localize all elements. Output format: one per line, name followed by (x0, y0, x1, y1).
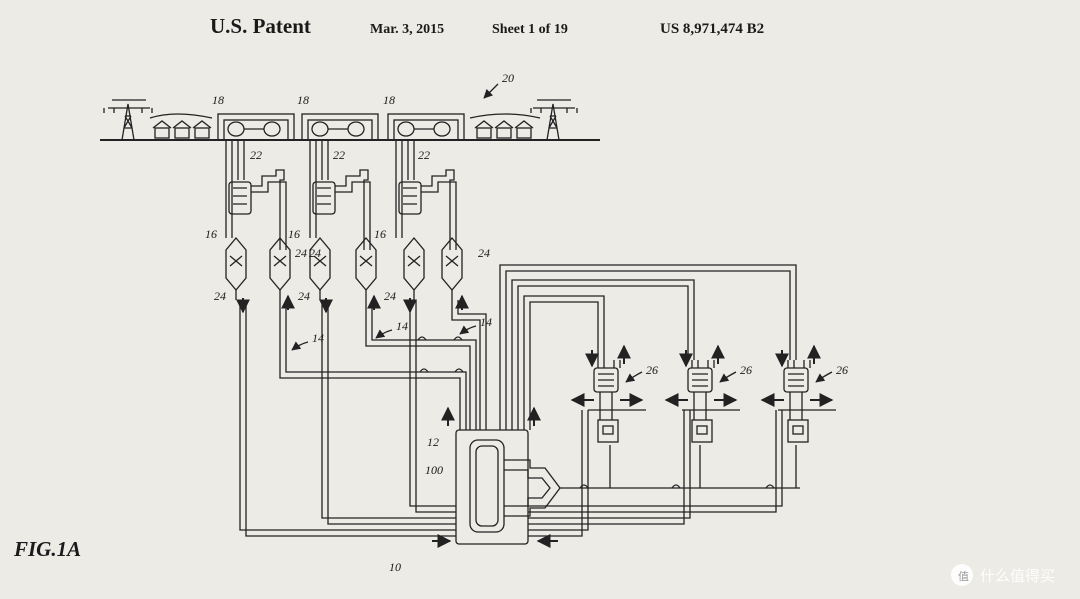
sheet-number: Sheet 1 of 19 (492, 22, 568, 37)
ref-26-b: 26 (740, 363, 752, 377)
grid-loads-left (149, 113, 213, 139)
ref-18-b: 18 (297, 93, 309, 107)
load-1 (570, 344, 646, 443)
load-3 (760, 344, 836, 443)
ref-16-c: 16 (374, 227, 386, 241)
ref-18-c: 18 (383, 93, 395, 107)
ref-24-b-left: 24 (298, 289, 310, 303)
ref-22-a: 22 (250, 148, 262, 162)
controller-unit (455, 429, 561, 545)
patent-title: U.S. Patent (210, 14, 311, 38)
load-2 (664, 344, 740, 443)
patent-date: Mar. 3, 2015 (370, 22, 444, 37)
ref-10: 10 (389, 560, 401, 574)
ref-24-b-right: 24 (309, 246, 321, 260)
pipe-network (239, 264, 800, 537)
station-1 (217, 113, 295, 314)
ref-18-a: 18 (212, 93, 224, 107)
ref-100: 100 (425, 463, 443, 477)
figure-label: FIG.1A (13, 537, 81, 561)
grid-loads-right (469, 113, 541, 139)
badge-icon (951, 564, 973, 586)
ref-14-c: 14 (480, 315, 492, 329)
ref-16-b: 16 (288, 227, 300, 241)
ref-22-b: 22 (333, 148, 345, 162)
ref-24-c-right: 24 (478, 246, 490, 260)
ref-12: 12 (427, 435, 439, 449)
ref-14-b: 14 (396, 319, 408, 333)
ref-24-c-left: 24 (384, 289, 396, 303)
station-2 (301, 113, 381, 314)
patent-number: US 8,971,474 B2 (660, 21, 764, 37)
pylon-right-icon (530, 99, 578, 141)
ref-22-c: 22 (418, 148, 430, 162)
svg-text:值: 值 (958, 570, 969, 583)
ref-14-a: 14 (312, 331, 324, 345)
station-3 (387, 113, 469, 314)
ref-20: 20 (502, 71, 514, 85)
ref-26-a: 26 (646, 363, 658, 377)
ref-24-a-left: 24 (214, 289, 226, 303)
ref-24-a-right: 24 (295, 246, 307, 260)
ref-26-c: 26 (836, 363, 848, 377)
ref-16-a: 16 (205, 227, 217, 241)
pylon-left-icon (103, 99, 153, 141)
watermark: 值 什么值得买 (951, 564, 1055, 586)
watermark-text: 什么值得买 (980, 567, 1055, 585)
